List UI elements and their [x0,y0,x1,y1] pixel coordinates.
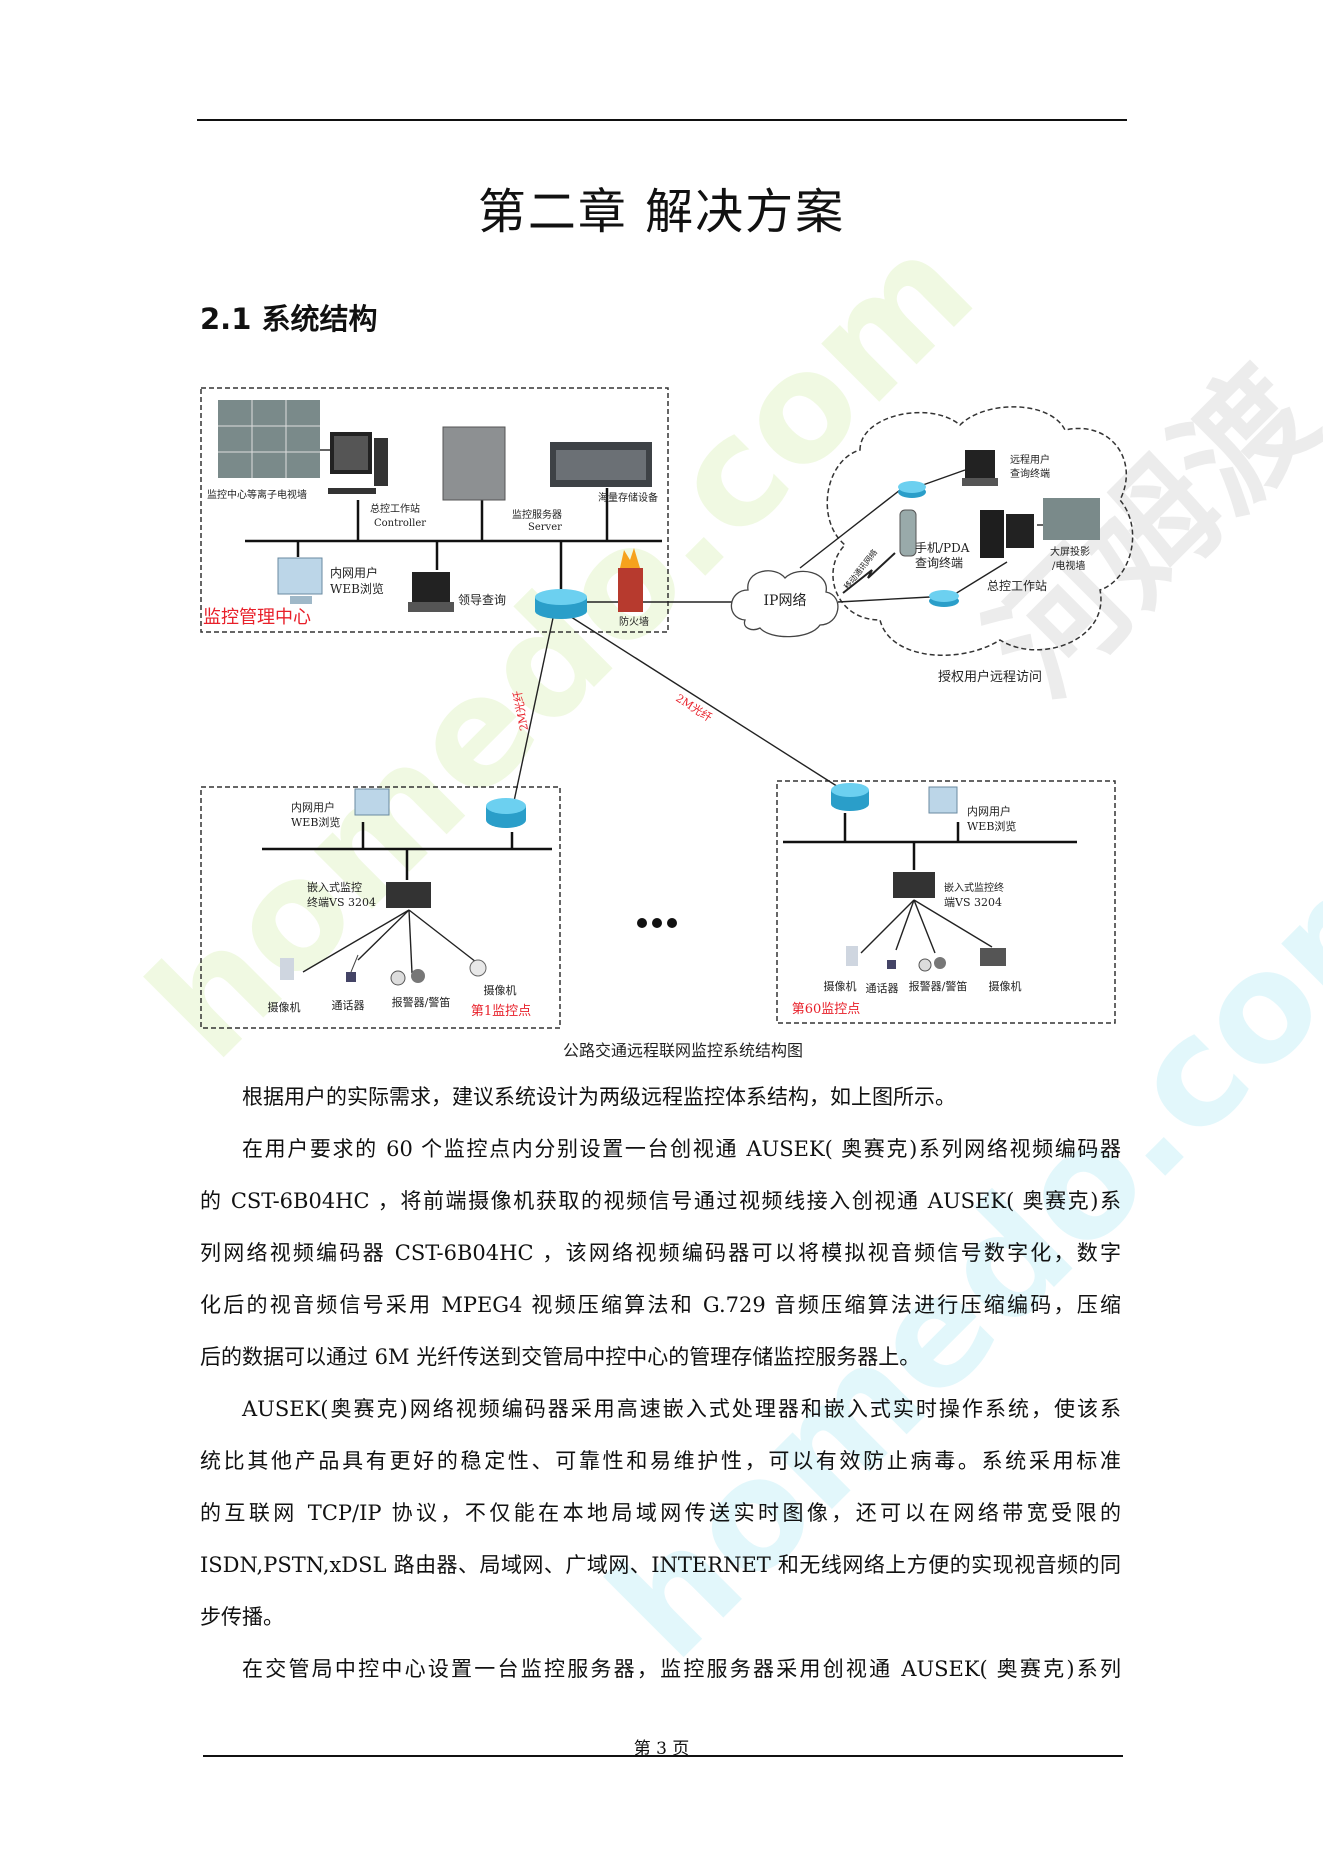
remote-cloud [826,406,1134,656]
encoder-icon [893,872,935,898]
intercom-icon [346,954,359,982]
label-tv-wall-remote: /电视墙 [1052,559,1085,572]
label-server: 监控服务器 [512,508,562,521]
header-rule [197,119,1127,121]
label-tv-wall: 监控中心等离子电视墙 [207,488,307,501]
mobile-phone-icon [899,509,917,557]
body-line: AUSEK(奥赛克)网络视频编码器采用高速嵌入式处理器和嵌入式实时操作系统，使该… [242,1397,1121,1421]
web-monitor-icon [277,557,323,604]
label-phone-terminal: 查询终端 [915,555,963,570]
server-tower-icon [442,426,506,501]
page-number: 第 3 页 [633,1739,690,1759]
label-workstation-en: Controller [374,518,426,529]
site60-label-encoder-model: 端VS 3204 [944,896,1002,909]
site60-label-alarm: 报警器/警笛 [909,979,968,993]
ip-network-cloud-icon [730,570,839,638]
site1-label: 第1监控点 [471,1004,531,1019]
label-mobile-network: 移动通讯网络 [842,547,879,591]
ellipsis-dots [637,918,677,928]
site1-label-alarm: 报警器/警笛 [392,995,451,1009]
label-server-en: Server [528,522,562,533]
label-web-browse: WEB浏览 [330,581,384,596]
pc-tower-icon [980,510,1034,558]
body-line: 统比其他产品具有更好的稳定性、可靠性和易维护性，可以有效防止病毒。系统采用标准 [200,1449,1121,1473]
site1-label-web-user: 内网用户 [291,800,335,814]
firewall-icon [618,548,643,612]
site60-label-camera: 摄像机 [824,979,857,993]
body-line: 步传播。 [200,1605,284,1629]
storage-array-icon [550,442,652,487]
site60-label-intercom: 通话器 [866,982,899,995]
laptop-icon [962,450,998,486]
router-icon [831,783,869,811]
router-icon [486,798,526,828]
site60-label-web-user: 内网用户 [967,804,1011,818]
label-phone: 手机/PDA [915,541,970,555]
router-icon [898,481,926,498]
router-icon [929,590,959,607]
body-line: 在用户要求的 60 个监控点内分别设置一台创视通 AUSEK( 奥赛克)系列网络… [242,1137,1121,1161]
site1-label-camera: 摄像机 [268,1000,301,1014]
footer-rule [203,1755,1123,1757]
camera-icon [846,946,858,966]
encoder-icon [386,882,431,908]
site1-label-intercom: 通话器 [332,999,365,1012]
alarm-siren-icon [918,957,946,972]
system-architecture-diagram: 监控中心等离子电视墙 总控工作站 Controller 监控服务器 Server… [200,387,1134,1060]
body-line: 的互联网 TCP/IP 协议，不仅能在本地局域网传送实时图像，还可以在网络带宽受… [200,1501,1121,1525]
site60-box [776,780,1116,1024]
web-monitor-icon [928,786,958,814]
fiber-label: 2M光纤 [510,690,531,732]
label-storage: 海量存储设备 [598,491,658,504]
section-title: 2.1 系统结构 [200,302,378,336]
label-leader: 领导查询 [458,593,506,607]
alarm-siren-icon [390,969,425,986]
body-line: 化后的视音频信号采用 MPEG4 视频压缩算法和 G.729 音频压缩算法进行压… [200,1293,1121,1317]
workstation-icon [328,432,388,494]
label-big-screen: 大屏投影 [1050,545,1090,558]
label-web-user: 内网用户 [330,565,378,580]
tv-wall-icon [218,400,320,478]
site1-label-encoder: 嵌入式监控 [307,880,362,894]
label-ip-network: IP网络 [764,593,807,609]
body-line: 在交管局中控中心设置一台监控服务器，监控服务器采用创视通 AUSEK( 奥赛克)… [242,1657,1121,1681]
site60-label-encoder: 嵌入式监控终 [944,881,1004,894]
remote-access-caption: 授权用户远程访问 [938,669,1042,685]
site1-label-web-browse: WEB浏览 [291,815,340,829]
site1-label-camera-2: 摄像机 [484,983,517,997]
body-line: 根据用户的实际需求，建议系统设计为两级远程监控体系结构，如上图所示。 [242,1085,956,1109]
router-icon [535,589,587,619]
dome-camera-icon [469,959,487,977]
body-line: ISDN,PSTN,xDSL 路由器、局域网、广域网、INTERNET 和无线网… [200,1553,1121,1577]
big-screen-icon [1043,498,1100,540]
chapter-title: 第二章 解决方案 [477,184,846,240]
body-line: 列网络视频编码器 CST-6B04HC ，该网络视频编码器可以将模拟视音频信号数… [200,1241,1121,1265]
box-camera-icon [980,948,1006,966]
body-line: 后的数据可以通过 6M 光纤传送到交管局中控中心的管理存储监控服务器上。 [200,1345,921,1369]
label-remote-terminal: 查询终端 [1010,467,1050,480]
center-box-label: 监控管理中心 [203,607,311,628]
site1-label-encoder-model: 终端VS 3204 [307,895,376,909]
laptop-icon [408,572,454,612]
intercom-icon [887,960,896,969]
label-workstation: 总控工作站 [370,502,420,515]
site60-label-camera-2: 摄像机 [989,979,1022,993]
figure-caption: 公路交通远程联网监控系统结构图 [563,1041,803,1060]
body-line: 的 CST-6B04HC ，将前端摄像机获取的视频信号通过视频线接入创视通 AU… [200,1189,1121,1213]
site60-label: 第60监控点 [792,1002,861,1017]
site60-label-web-browse: WEB浏览 [967,819,1016,833]
label-firewall: 防火墙 [619,615,649,628]
site1-box [200,786,561,1029]
label-remote-user: 远程用户 [1010,453,1050,466]
camera-icon [280,958,294,980]
label-remote-workstation: 总控工作站 [987,579,1047,593]
web-monitor-icon [354,788,390,816]
center-box [200,387,669,633]
